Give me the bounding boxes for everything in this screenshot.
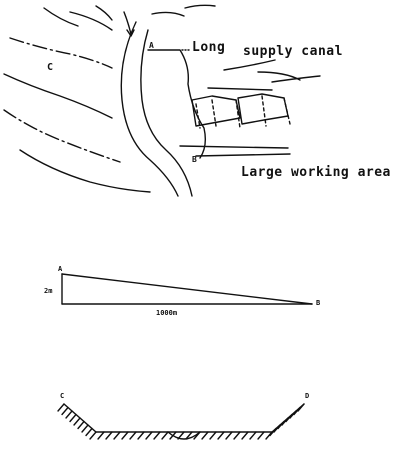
hatch-mark <box>61 406 69 416</box>
hatch-mark <box>233 431 241 440</box>
hatch-mark <box>121 431 129 440</box>
profile-length-label: 1000m <box>156 309 178 317</box>
flow-arrow <box>151 11 185 17</box>
label-long: Long <box>192 40 226 55</box>
point-a-plan: A <box>149 41 154 50</box>
plot-line <box>195 153 291 157</box>
point-b-profile: B <box>316 299 321 307</box>
hatch-mark <box>97 431 105 440</box>
hatch-mark <box>57 403 65 412</box>
hatching <box>57 403 305 440</box>
flow-arrow <box>123 11 132 35</box>
hatch-mark <box>297 403 305 412</box>
flow-arrow <box>184 4 216 9</box>
hatch-mark <box>161 431 169 440</box>
hatch-mark <box>85 427 93 437</box>
hatch-mark <box>257 431 265 440</box>
hatch-mark <box>289 410 297 419</box>
plot-dash <box>261 95 267 127</box>
plot-line <box>179 145 289 149</box>
plot-dash <box>283 97 291 125</box>
contour-line <box>3 73 113 119</box>
hatch-mark <box>145 431 153 440</box>
contour-line <box>223 59 276 71</box>
profile-height-label: 2m <box>44 287 53 295</box>
point-a-profile: A <box>58 265 63 273</box>
hatch-mark <box>113 431 121 440</box>
hatch-mark <box>69 413 77 423</box>
point-c-section: C <box>60 392 65 400</box>
hatch-mark <box>65 410 73 419</box>
point-d-section: D <box>305 392 310 400</box>
hatch-mark <box>269 427 277 437</box>
plot-dash <box>211 99 217 127</box>
arrow-head <box>126 29 135 37</box>
hatch-mark <box>177 431 185 440</box>
hatch-mark <box>193 431 201 440</box>
flow-arrow <box>95 5 113 21</box>
hatch-mark <box>217 431 225 440</box>
hatch-mark <box>277 420 285 430</box>
river-bank-right <box>140 29 193 197</box>
hatch-mark <box>153 431 161 440</box>
contour-line <box>43 7 79 27</box>
label-c: C <box>47 62 54 73</box>
hatch-mark <box>201 431 209 440</box>
hatch-mark <box>77 420 85 430</box>
profile-slope <box>61 273 313 305</box>
hatch-mark <box>273 424 281 433</box>
hatch-mark <box>241 431 249 440</box>
plot-dash <box>195 103 201 129</box>
hatch-mark <box>137 431 145 440</box>
hatch-mark <box>285 413 293 423</box>
hatch-mark <box>265 431 273 440</box>
plot-outline <box>191 95 241 127</box>
hatch-mark <box>225 431 233 440</box>
contour-line <box>257 71 301 81</box>
hatch-mark <box>293 406 301 416</box>
label-supply-canal: supply canal <box>243 44 343 59</box>
hatch-mark <box>89 431 97 440</box>
plot-dash <box>235 99 241 129</box>
plan-view <box>3 4 321 197</box>
river-bank-left <box>120 21 179 197</box>
hatch-mark <box>129 431 137 440</box>
hatch-mark <box>249 431 257 440</box>
hatch-mark <box>209 431 217 440</box>
hatch-mark <box>105 431 113 440</box>
contour-line <box>19 149 151 193</box>
point-b-plan: B <box>192 155 197 164</box>
plot-line <box>207 87 273 91</box>
hatch-mark <box>73 417 81 426</box>
hatch-mark <box>81 424 89 433</box>
section-profile <box>63 403 305 433</box>
hatch-mark <box>185 431 193 440</box>
hatch-mark <box>169 431 177 440</box>
contour-line <box>9 37 113 69</box>
flow-arrow <box>69 11 113 31</box>
hatch-mark <box>281 417 289 426</box>
label-large-working-area: Large working area <box>241 165 391 180</box>
contour-line <box>3 109 121 163</box>
